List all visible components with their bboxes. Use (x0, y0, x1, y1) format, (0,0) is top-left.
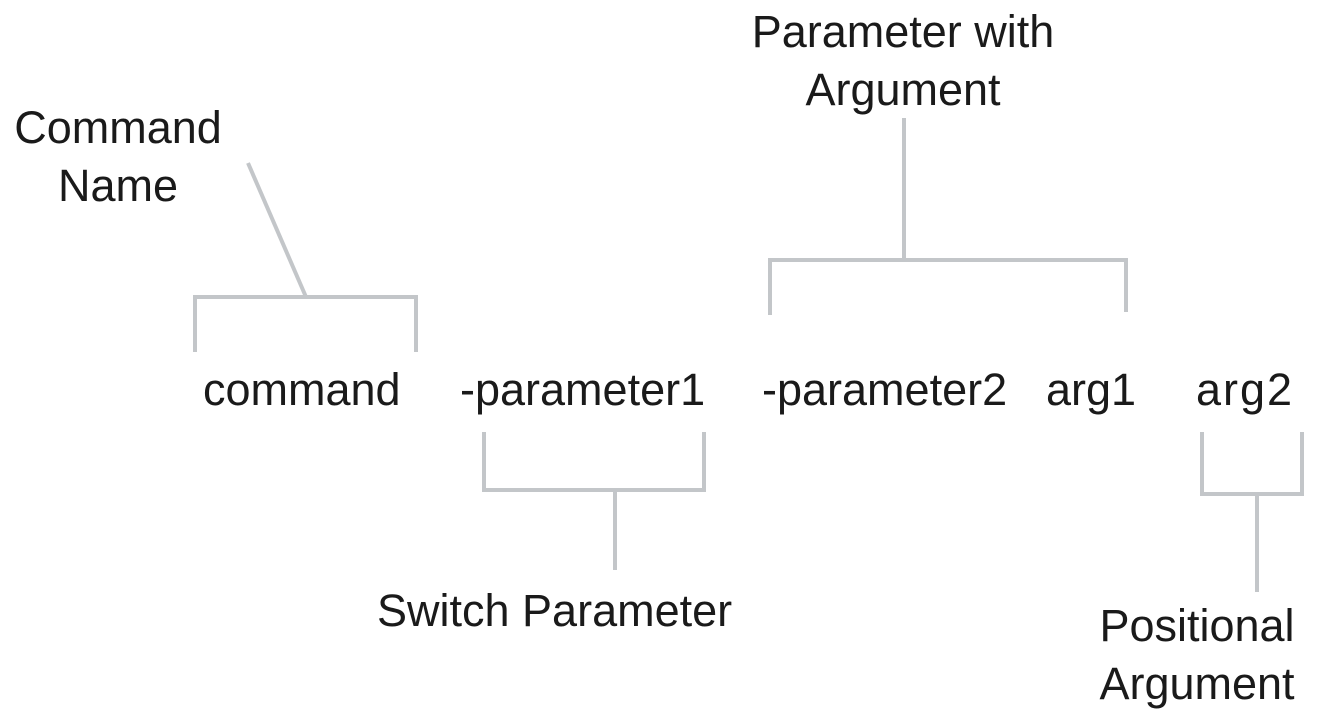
arg1-token: arg1 (1046, 364, 1137, 415)
positional-argument-label-line1: Positional (1099, 600, 1295, 651)
param-with-arg-label-line2: Argument (805, 64, 1001, 115)
switch-parameter-label: Switch Parameter (377, 585, 733, 636)
param-with-arg-bracket (768, 258, 1128, 315)
parameter1-token: -parameter1 (460, 364, 706, 415)
command-name-label: Command Name (0, 99, 236, 215)
switch-param-bracket (482, 432, 706, 492)
arg2-token: arg2 (1196, 364, 1295, 415)
command-bracket (193, 295, 418, 352)
command-name-connector (246, 162, 308, 298)
command-name-label-line2: Name (57, 160, 179, 211)
parameter2-token: -parameter2 (762, 364, 1008, 415)
positional-arg-bracket (1200, 432, 1304, 496)
command-name-label-line1: Command (14, 102, 222, 153)
param-with-arg-label: Parameter with Argument (720, 3, 1086, 119)
positional-argument-label: Positional Argument (1078, 597, 1316, 713)
command-token: command (203, 364, 401, 415)
param-with-arg-label-line1: Parameter with (751, 6, 1055, 57)
positional-argument-label-line2: Argument (1099, 658, 1295, 709)
